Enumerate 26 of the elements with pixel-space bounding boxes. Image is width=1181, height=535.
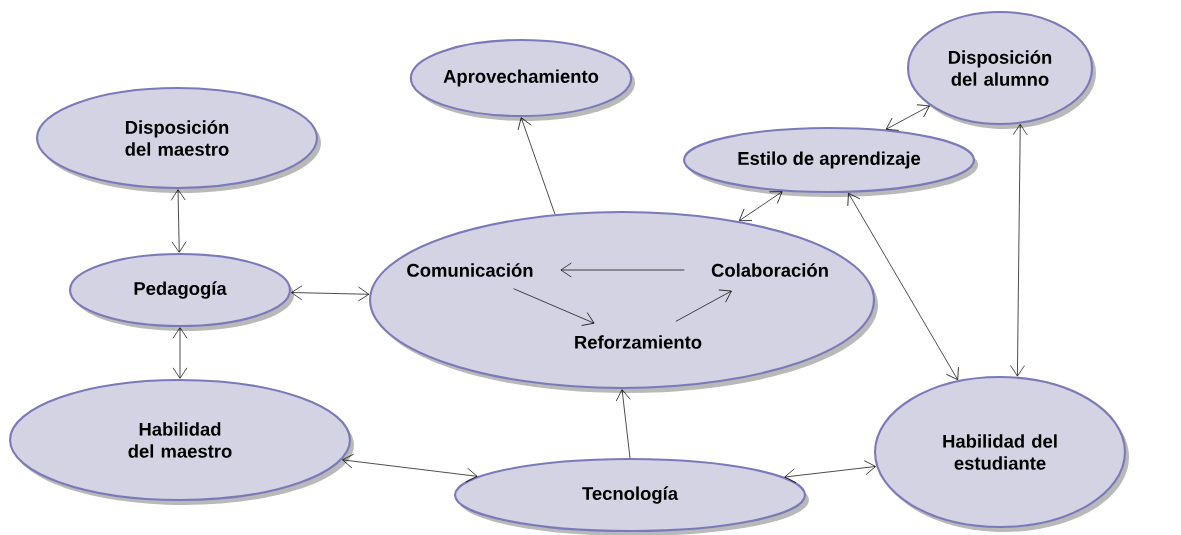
ellipse-node: Disposición del alumno xyxy=(906,10,1096,129)
arrow xyxy=(615,389,631,459)
ellipse-node: Aprovechamiento xyxy=(409,38,635,121)
ellipse-node: Habilidad del maestro xyxy=(9,378,354,505)
arrow xyxy=(170,189,187,253)
ellipse-node: Habilidad del estudiante xyxy=(873,375,1129,532)
ellipse-node: Pedagogía xyxy=(68,252,294,331)
arrow xyxy=(172,327,188,379)
bare-label: Comunicación xyxy=(407,263,533,277)
ellipse-node: Estilo de aprendizaje xyxy=(683,126,978,197)
arrow xyxy=(513,288,595,326)
arrow xyxy=(885,104,930,131)
arrow xyxy=(517,117,556,215)
arrow xyxy=(847,192,959,381)
ellipse-node xyxy=(369,210,878,393)
ellipse-node: Tecnología xyxy=(454,457,809,535)
ellipse-node: Disposición del maestro xyxy=(35,86,321,193)
arrow xyxy=(1010,123,1028,377)
bare-label: Colaboración xyxy=(711,263,828,277)
arrow xyxy=(560,262,685,278)
bare-label: Reforzamiento xyxy=(575,335,702,349)
arrow xyxy=(738,191,783,221)
arrow xyxy=(291,285,370,302)
arrow xyxy=(342,453,478,483)
arrow xyxy=(675,289,732,322)
arrow xyxy=(784,460,876,484)
